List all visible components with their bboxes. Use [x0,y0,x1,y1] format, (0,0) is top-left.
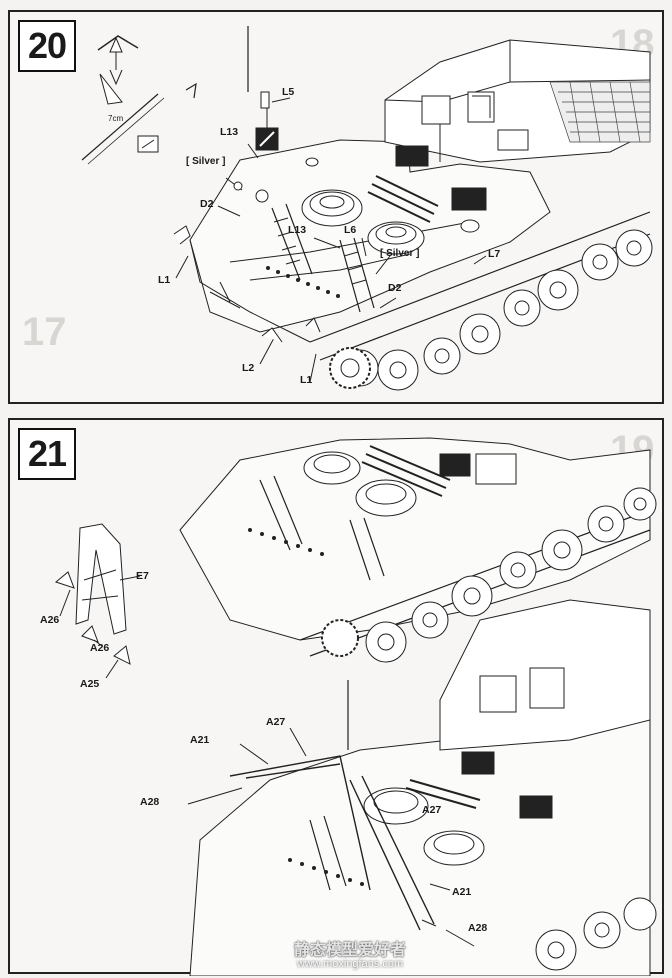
callout-A27: A27 [266,716,286,728]
callout-A26: A26 [40,614,60,626]
callout-L13: L13 [288,224,307,236]
callout-L7: L7 [488,248,501,260]
step-20-panel: 18 17 20 [8,10,664,404]
callout-silver: [ Silver ] [380,248,420,259]
watermark-brand: 静态模型爱好者 [293,942,406,959]
step-21-panel: 19 21 [8,418,664,976]
callout-D2: D2 [200,198,214,210]
ghost-step-number: 17 [22,310,67,354]
callout-D2: D2 [388,282,402,294]
callout-L1: L1 [158,274,171,286]
callout-A21: A21 [452,886,472,898]
callout-L5: L5 [282,86,295,98]
callout-E7: E7 [136,570,149,582]
callout-L2: L2 [242,362,255,374]
callout-A27: A27 [422,804,442,816]
tank-assembly-drawing [81,26,653,391]
callout-A25: A25 [80,678,100,690]
callout-L13: L13 [220,126,239,138]
callout-silver: [ Silver ] [186,156,226,167]
callout-A28: A28 [468,922,488,934]
dimension-label: 7cm [108,114,124,123]
step-number: 21 [18,428,76,480]
callout-A28: A28 [140,796,160,808]
tank-assembly-drawing [54,437,657,976]
callout-A21: A21 [190,734,210,746]
step-number: 20 [18,20,76,72]
callout-A26: A26 [90,642,110,654]
callout-L6: L6 [344,224,357,236]
watermark-url: www.moxingfans.com [296,958,404,970]
callout-L1: L1 [300,374,313,386]
